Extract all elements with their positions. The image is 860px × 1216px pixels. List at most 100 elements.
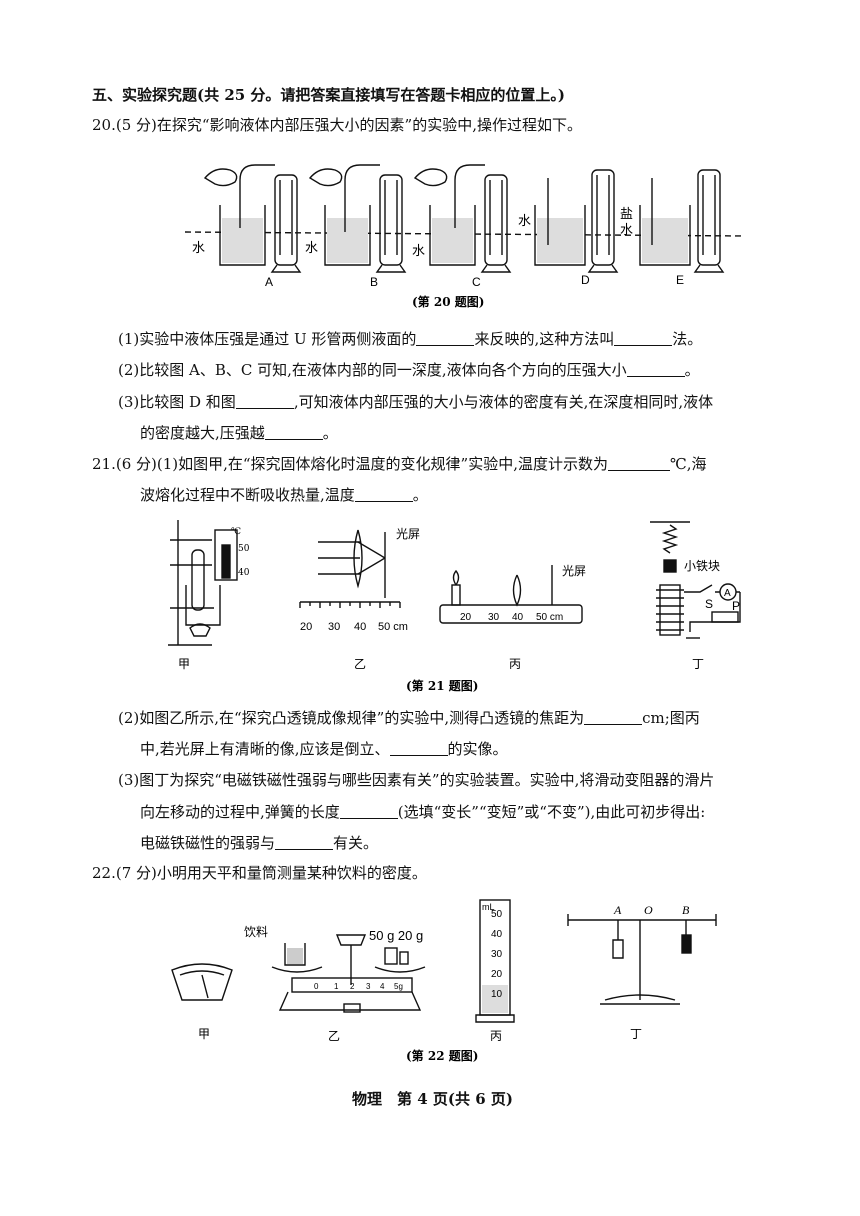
blank-q20-2[interactable]	[614, 331, 673, 346]
fig22-drink: 饮料	[244, 925, 268, 939]
beaker-e	[639, 205, 691, 266]
blank-q21-6[interactable]	[275, 835, 334, 850]
fig21-slider: P	[732, 599, 740, 613]
fig21-ding: 丁	[692, 657, 704, 671]
blank-q20-5[interactable]	[264, 425, 323, 440]
lever-o: O	[644, 903, 653, 917]
fig20-caption: (第 20 题图)	[412, 294, 484, 309]
blank-q21-3[interactable]	[584, 710, 643, 725]
fig20-label-b: B	[370, 275, 378, 289]
beaker-c	[429, 205, 476, 266]
fig21-jia-apparatus	[168, 520, 238, 646]
cyl-10: 10	[491, 989, 503, 1000]
fig22-ding-lever	[567, 914, 717, 1005]
q21-stem-cont: 波熔化过程中不断吸收热量,温度。	[140, 486, 428, 504]
u-tube-a	[239, 164, 298, 266]
lever-a: A	[613, 903, 622, 917]
fig21-ammeter: A	[724, 588, 731, 599]
fig22-ding: 丁	[630, 1027, 642, 1041]
fig21-bing: 丙	[509, 657, 521, 671]
therm-40: 40	[238, 568, 250, 578]
fig21-screen-yi: 光屏	[396, 527, 420, 541]
blank-q20-3[interactable]	[626, 362, 685, 377]
q21-part3: (3)图丁为探究“电磁铁磁性强弱与哪些因素有关”的实验装置。实验中,将滑动变阻器…	[118, 771, 715, 789]
q20-part2: (2)比较图 A、B、C 可知,在液体内部的同一深度,液体向各个方向的压强大小。	[118, 361, 700, 379]
blank-q21-4[interactable]	[389, 741, 448, 756]
fig22-yi-balance	[271, 934, 426, 1013]
therm-unit: ℃	[231, 527, 241, 537]
q21-part2-cont: 中,若光屏上有清晰的像,应该是倒立、的实像。	[140, 740, 508, 758]
fig20-label-e: E	[676, 273, 684, 287]
ruler-bing-40: 40	[512, 612, 524, 623]
fig21-yi-apparatus	[299, 529, 401, 608]
fig21-switch: S	[705, 597, 713, 611]
fig22-bing: 丙	[490, 1029, 502, 1043]
beaker-b	[324, 205, 371, 266]
fig21-iron: 小铁块	[684, 559, 720, 573]
q22-stem: 22.(7 分)小明用天平和量筒测量某种饮料的密度。	[92, 864, 427, 882]
fig20-label-a: A	[265, 275, 273, 289]
q21-stem: 21.(6 分)(1)如图甲,在“探究固体熔化时温度的变化规律”实验中,温度计示…	[92, 455, 707, 473]
fig20-water-c: 水	[412, 244, 425, 259]
scale-2: 2	[350, 982, 355, 991]
fig21-screen-bing: 光屏	[562, 564, 586, 578]
fig20-label-c: C	[472, 275, 481, 289]
scale-4: 4	[380, 982, 385, 991]
fig22-caption: (第 22 题图)	[406, 1048, 478, 1063]
therm-50: 50	[238, 544, 250, 554]
cyl-20: 20	[491, 969, 503, 980]
q20-part3: (3)比较图 D 和图,可知液体内部压强的大小与液体的密度有关,在深度相同时,液…	[118, 393, 714, 411]
blank-q20-4[interactable]	[235, 394, 294, 409]
fig22-ml: mL	[482, 902, 495, 912]
fig20-water-d: 水	[518, 214, 531, 229]
fig22-bing-cylinder	[475, 899, 515, 1023]
fig20-salt-water: 水	[620, 223, 633, 238]
ruler-bing-50: 50 cm	[536, 612, 563, 623]
ruler-yi-40: 40	[354, 621, 366, 633]
fig21-caption: (第 21 题图)	[406, 678, 478, 693]
ruler-yi-50: 50 cm	[378, 621, 408, 633]
section-header: 五、实验探究题(共 25 分。请把答案直接填写在答题卡相应的位置上。)	[92, 86, 566, 104]
blank-q21-5[interactable]	[339, 804, 398, 819]
scale-3: 3	[366, 982, 371, 991]
u-tube-e	[651, 169, 721, 266]
ruler-bing-30: 30	[488, 612, 500, 623]
blank-q20-1[interactable]	[416, 331, 475, 346]
q21-part3-cont1: 向左移动的过程中,弹簧的长度(选填“变长”“变短”或“不变”),由此可初步得出:	[140, 803, 706, 821]
u-tube-d	[547, 169, 615, 266]
beaker-d	[534, 205, 586, 266]
fig21-jia: 甲	[178, 657, 190, 671]
q20-stem: 20.(5 分)在探究“影响液体内部压强大小的因素”的实验中,操作过程如下。	[92, 116, 582, 134]
beaker-a	[219, 205, 266, 266]
fig22-jia: 甲	[198, 1027, 210, 1041]
page-footer: 物理 第 4 页(共 6 页)	[352, 1090, 513, 1108]
fig20-label-d: D	[581, 273, 590, 287]
fig22-jia-scale	[171, 963, 233, 1001]
blank-q21-1[interactable]	[608, 456, 670, 471]
ruler-yi-30: 30	[328, 621, 340, 633]
scale-5: 5g	[394, 982, 403, 991]
blank-q21-2[interactable]	[354, 487, 413, 502]
scale-0: 0	[314, 982, 319, 991]
u-tube-b	[344, 164, 403, 266]
fig22-weights: 50 g 20 g	[369, 928, 423, 943]
ruler-bing-20: 20	[460, 612, 472, 623]
ruler-yi-20: 20	[300, 621, 312, 633]
fig20-water-a: 水	[192, 241, 205, 256]
cyl-40: 40	[491, 929, 503, 940]
u-tube-c	[454, 164, 508, 266]
fig21-ding-apparatus	[650, 521, 741, 639]
lever-b: B	[682, 903, 690, 917]
fig20-salt: 盐	[620, 207, 633, 222]
cyl-50: 50	[491, 909, 503, 920]
fig21-yi: 乙	[354, 657, 366, 671]
fig22-yi: 乙	[328, 1029, 340, 1043]
fig21-bing-apparatus	[439, 565, 583, 624]
scale-1: 1	[334, 982, 339, 991]
cyl-30: 30	[491, 949, 503, 960]
fig20-water-b: 水	[305, 241, 318, 256]
